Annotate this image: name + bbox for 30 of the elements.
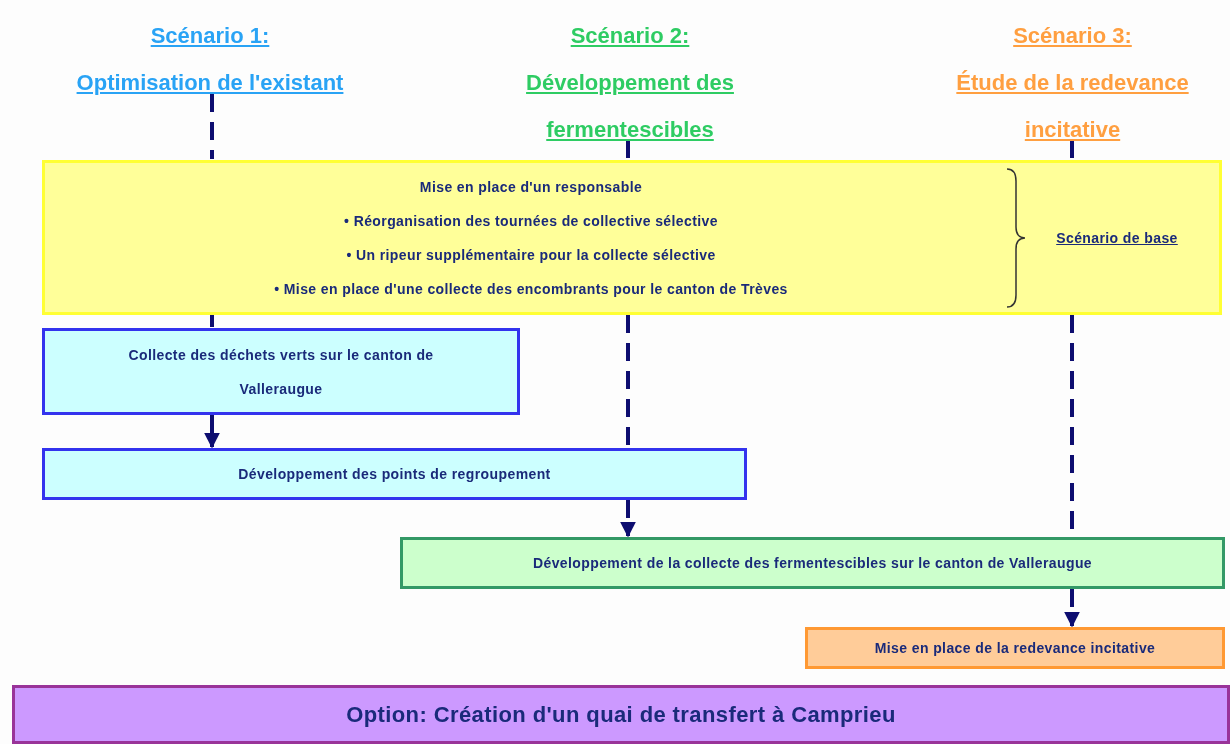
scenario-heading: Optimisation de l'existant xyxy=(76,69,344,97)
box-text: Développement des points de regroupement xyxy=(238,465,551,484)
box-text: Développement de la collecte des fermentescibles sur le canton de Valleraugue xyxy=(532,554,1093,573)
box-text: • Un ripeur supplémentaire pour la collecte sélective xyxy=(346,245,716,265)
box-text: Option: Création d'un quai de transfert à Camprieu xyxy=(346,700,896,729)
dashed-arrow xyxy=(620,500,636,538)
process-box xyxy=(42,448,747,500)
scenario-heading: Étude de la redevance incitative xyxy=(955,69,1190,144)
dashed-line xyxy=(210,94,214,159)
process-box xyxy=(12,685,1230,744)
process-box xyxy=(42,328,520,415)
dashed-line xyxy=(626,140,630,159)
dashed-arrow xyxy=(204,415,220,449)
dashed-line xyxy=(626,315,630,447)
scenario-heading: Scénario 1: xyxy=(150,22,270,50)
box-text: • Mise en place d'une collecte des encombrants pour le canton de Trèves xyxy=(274,279,788,299)
dashed-line xyxy=(1070,140,1074,159)
box-text: • Réorganisation des tournées de collective sélective xyxy=(344,211,718,231)
process-box xyxy=(805,627,1225,669)
box-text: Mise en place d'un responsable xyxy=(419,177,643,197)
scenario-heading: Scénario 2: xyxy=(570,22,690,50)
dashed-arrow xyxy=(1064,589,1080,628)
box-text: Mise en place de la redevance incitative xyxy=(874,639,1156,658)
dashed-line xyxy=(210,315,214,327)
process-box xyxy=(42,160,1222,315)
process-box xyxy=(400,537,1225,589)
scenario-label: Scénario de base xyxy=(1055,228,1179,248)
scenario-heading: Scénario 3: xyxy=(1013,22,1132,50)
box-text: Collecte des déchets verts sur le canton de Valleraugue xyxy=(127,345,435,399)
scenario-heading: Développement des fermentescibles xyxy=(525,69,735,144)
